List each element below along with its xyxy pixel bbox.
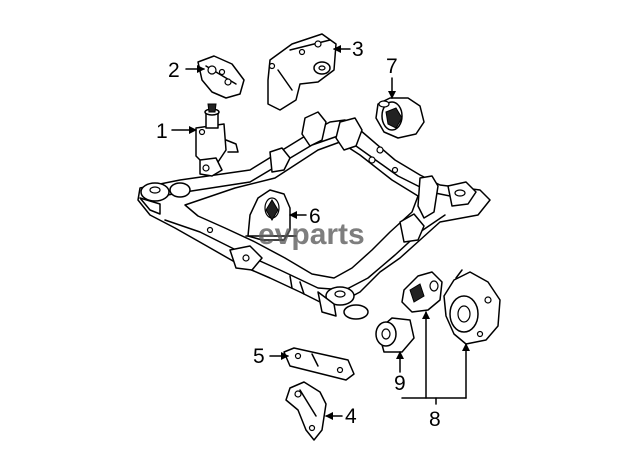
part-4-lower-bracket <box>285 381 327 441</box>
callout-leaders <box>171 45 470 420</box>
watermark-logo: evparts <box>258 218 365 251</box>
callout-7: 7 <box>386 55 398 78</box>
callout-6: 6 <box>309 205 321 228</box>
callout-3: 3 <box>352 38 364 61</box>
part-8-mount-right <box>443 269 501 345</box>
callout-2: 2 <box>168 59 180 82</box>
part-2-bracket <box>197 55 245 99</box>
part-8-mount-left <box>401 271 443 313</box>
part-1-engine-mount <box>195 103 239 177</box>
part-3-upper-bracket <box>267 33 337 111</box>
callout-1: 1 <box>156 120 168 143</box>
part-6-rear-mount <box>245 189 297 241</box>
part-9-bushing <box>375 317 415 353</box>
callout-5: 5 <box>253 345 265 368</box>
part-7-bushing-mount <box>375 97 425 139</box>
callout-9: 9 <box>394 372 406 395</box>
part-5-strap-bracket <box>283 347 355 381</box>
callout-4: 4 <box>345 405 357 428</box>
callout-8: 8 <box>429 408 441 431</box>
engine-subframe <box>137 111 491 320</box>
